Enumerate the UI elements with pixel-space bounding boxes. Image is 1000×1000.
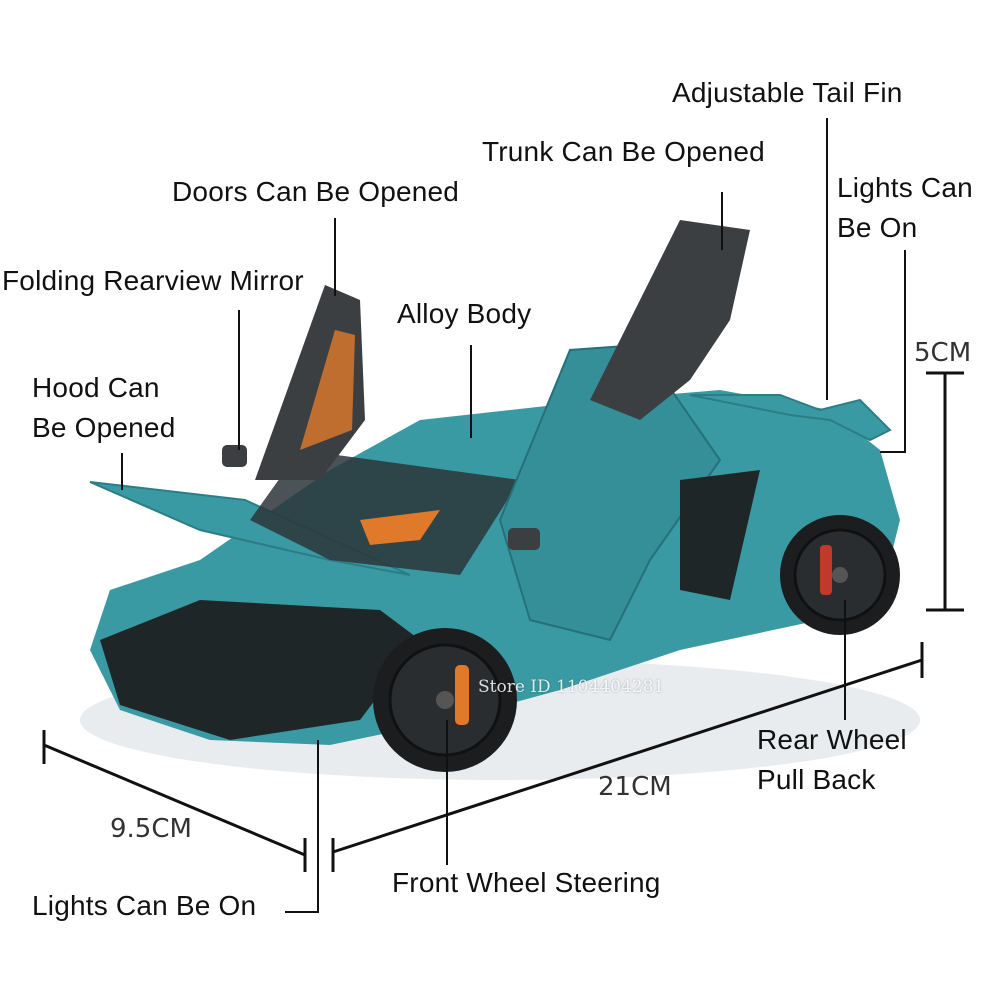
front-bumper bbox=[100, 600, 420, 740]
dimension-length: 21CM bbox=[598, 772, 672, 802]
length-line bbox=[332, 658, 923, 854]
side-intake bbox=[680, 470, 760, 600]
width-line bbox=[43, 743, 306, 857]
callout-front-lights bbox=[285, 740, 319, 913]
label-rear-lights-line1: Lights Can bbox=[837, 172, 973, 203]
open-trunk bbox=[590, 220, 750, 420]
dimension-lines bbox=[42, 371, 964, 872]
dimension-width: 9.5CM bbox=[110, 814, 192, 844]
label-doors-can-be-opened: Doors Can Be Opened bbox=[172, 176, 460, 207]
label-hood-line1: Hood Can bbox=[32, 372, 160, 403]
label-trunk-can-be-opened: Trunk Can Be Opened bbox=[482, 136, 765, 167]
front-wheel bbox=[373, 628, 517, 772]
dimension-height: 5CM bbox=[914, 338, 972, 368]
label-rear-lights-line2: Be On bbox=[837, 212, 918, 243]
label-adjustable-tail-fin: Adjustable Tail Fin bbox=[672, 77, 903, 108]
label-alloy-body: Alloy Body bbox=[397, 298, 532, 329]
callout-rear-lights bbox=[880, 250, 906, 453]
label-rear-wheel-line1: Rear Wheel bbox=[757, 724, 907, 755]
label-folding-rearview-mirror: Folding Rearview Mirror bbox=[2, 265, 304, 296]
interior-seat bbox=[360, 510, 440, 545]
label-front-lights: Lights Can Be On bbox=[32, 890, 257, 921]
callout-lines bbox=[121, 118, 906, 913]
label-hood-line2: Be Opened bbox=[32, 412, 176, 443]
windshield bbox=[250, 450, 520, 575]
label-rear-wheel-line2: Pull Back bbox=[757, 764, 876, 795]
right-mirror bbox=[508, 528, 540, 550]
right-door-open bbox=[498, 343, 722, 642]
left-door-trim bbox=[300, 330, 355, 450]
rear-wheel bbox=[780, 515, 900, 635]
tail-fin bbox=[689, 394, 892, 442]
label-front-wheel-steering: Front Wheel Steering bbox=[392, 867, 661, 898]
left-mirror bbox=[222, 445, 247, 467]
store-watermark: Store ID 1104404281 bbox=[478, 677, 665, 697]
